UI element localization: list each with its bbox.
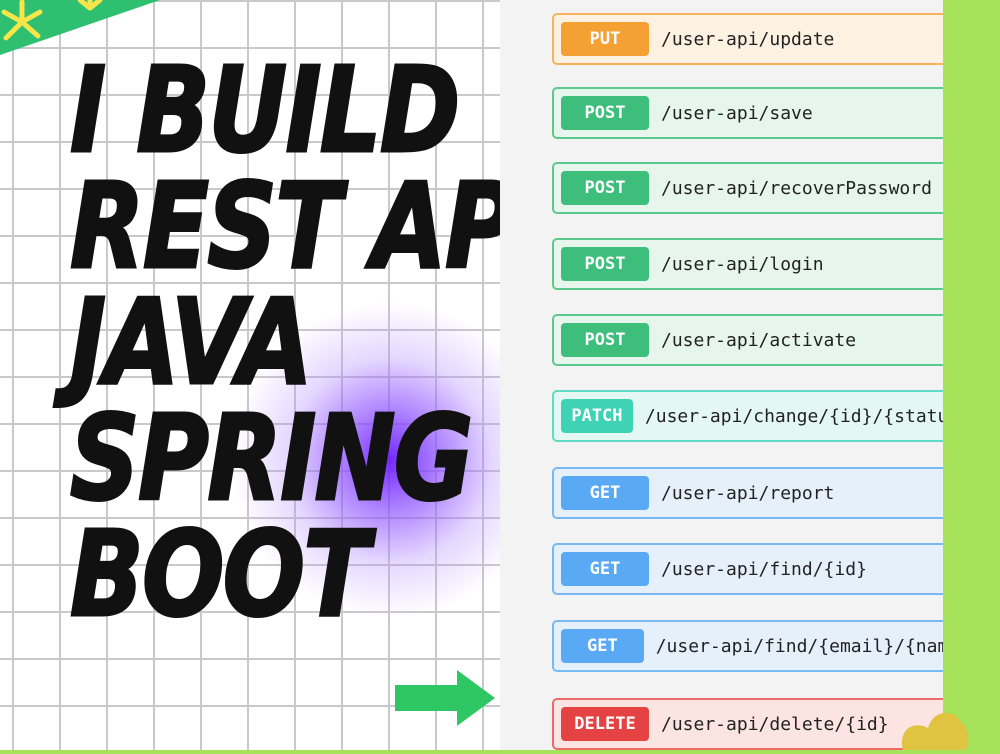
- endpoint-path: /user-api/find/{email}/{name}: [655, 635, 943, 657]
- endpoint-path: /user-api/login: [661, 253, 824, 275]
- method-badge: GET: [561, 476, 649, 510]
- endpoint-path: /user-api/recoverPassword: [661, 177, 932, 199]
- headline-line-2: REST API: [69, 157, 552, 295]
- method-badge: POST: [561, 171, 649, 205]
- api-endpoint-list: PUT /user-api/update POST /user-api/save…: [500, 0, 943, 750]
- headline-line-5: BOOT: [69, 505, 371, 643]
- endpoint-path: /user-api/activate: [661, 329, 857, 351]
- headline: I BUILD REST API JAVA SPRING BOOT: [69, 41, 552, 643]
- endpoint-row[interactable]: GET /user-api/find/{email}/{name}: [552, 620, 943, 672]
- headline-line-3: JAVA: [69, 273, 314, 411]
- endpoint-path: /user-api/delete/{id}: [661, 713, 889, 735]
- method-badge: PUT: [561, 22, 649, 56]
- sunburst-icon: [0, 0, 160, 70]
- headline-line-1: I BUILD: [69, 41, 462, 179]
- endpoint-path: /user-api/save: [661, 102, 813, 124]
- endpoint-path: /user-api/report: [661, 482, 835, 504]
- endpoint-path: /user-api/update: [661, 28, 835, 50]
- right-green-strip: [943, 0, 1000, 750]
- endpoint-row[interactable]: DELETE /user-api/delete/{id}: [552, 698, 943, 750]
- endpoint-row[interactable]: POST /user-api/activate: [552, 314, 943, 366]
- endpoint-row[interactable]: POST /user-api/save: [552, 87, 943, 139]
- method-badge: GET: [561, 629, 644, 663]
- method-badge: PATCH: [561, 399, 633, 433]
- method-badge: DELETE: [561, 707, 649, 741]
- purple-glow: [230, 300, 550, 620]
- endpoint-row[interactable]: GET /user-api/find/{id}: [552, 543, 943, 595]
- yellow-blob-decoration: [893, 690, 973, 750]
- method-badge: POST: [561, 96, 649, 130]
- method-badge: POST: [561, 323, 649, 357]
- endpoint-row[interactable]: POST /user-api/recoverPassword: [552, 162, 943, 214]
- endpoint-row[interactable]: PATCH /user-api/change/{id}/{status}: [552, 390, 943, 442]
- method-badge: GET: [561, 552, 649, 586]
- endpoint-row[interactable]: PUT /user-api/update: [552, 13, 943, 65]
- method-badge: POST: [561, 247, 649, 281]
- endpoint-path: /user-api/change/{id}/{status}: [644, 405, 943, 427]
- endpoint-row[interactable]: POST /user-api/login: [552, 238, 943, 290]
- endpoint-row[interactable]: GET /user-api/report: [552, 467, 943, 519]
- endpoint-path: /user-api/find/{id}: [661, 558, 867, 580]
- headline-line-4: SPRING: [69, 389, 475, 527]
- right-arrow-icon: [395, 668, 505, 728]
